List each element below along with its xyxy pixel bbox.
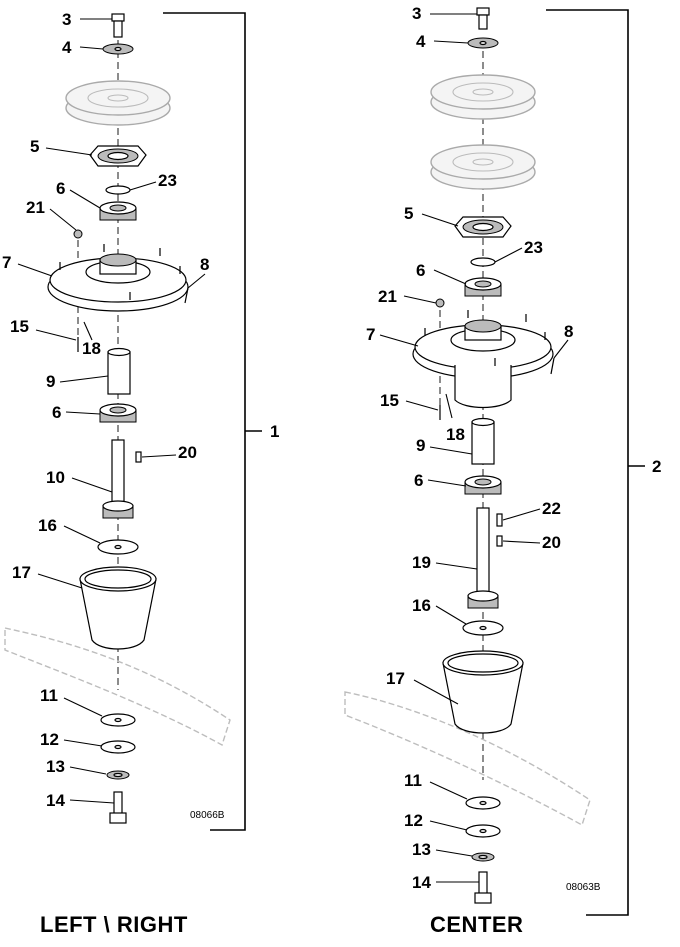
left-part-7-housing	[47, 244, 189, 312]
drawing-code-right: 08063B	[566, 882, 601, 893]
callout-left-6a: 6	[56, 179, 65, 198]
callout-left-6b: 6	[52, 403, 61, 422]
callout-right-6b: 6	[414, 471, 423, 490]
callout-right-22: 22	[542, 499, 561, 518]
left-assembly-bracket	[163, 12, 262, 831]
callout-left-18: 18	[82, 339, 101, 358]
callout-left-9: 9	[46, 372, 55, 391]
callout-right-6a: 6	[416, 261, 425, 280]
callout-left-15: 15	[10, 317, 29, 336]
left-part-8-pin	[184, 287, 189, 304]
left-part-14-bolt	[109, 791, 127, 824]
left-part-23-ring	[105, 185, 131, 195]
callout-right-7: 7	[366, 325, 375, 344]
right-assembly: 3 4 5 23 6 21 7 8 15 18 9 6 22 20 19 16 …	[344, 4, 661, 916]
caption-center: CENTER	[430, 912, 524, 937]
left-part-16-disc	[97, 539, 139, 555]
left-part-6-bearing-lower	[99, 403, 137, 423]
drawing-code-left: 08066B	[190, 810, 225, 821]
callout-right-4: 4	[416, 32, 426, 51]
callout-right-5: 5	[404, 204, 413, 223]
callout-right-13: 13	[412, 840, 431, 859]
callout-right-3: 3	[412, 4, 421, 23]
right-part-17-cup	[442, 650, 524, 734]
right-part-7-housing	[412, 310, 554, 409]
callout-left-11: 11	[40, 686, 58, 705]
right-part-6-bearing-upper	[464, 277, 502, 297]
callout-left-3: 3	[62, 10, 71, 29]
right-pulley-ghost-upper	[430, 74, 536, 120]
left-part-4-washer	[102, 43, 134, 55]
left-part-10-spindle	[102, 439, 134, 519]
left-part-13-washer	[106, 770, 130, 780]
left-part-20-key	[135, 451, 142, 463]
left-part-12-washer	[100, 740, 136, 754]
right-part-14-bolt	[474, 871, 492, 904]
left-part-17-cup	[79, 566, 157, 650]
callout-right-9: 9	[416, 436, 425, 455]
right-part-9-spacer	[471, 417, 495, 465]
left-part-5-cap	[89, 145, 147, 167]
left-part-6-bearing-upper	[99, 201, 137, 221]
callout-right-16: 16	[412, 596, 431, 615]
callout-right-21: 21	[378, 287, 397, 306]
callout-left-23: 23	[158, 171, 177, 190]
right-blade	[344, 691, 591, 827]
callout-left-16: 16	[38, 516, 57, 535]
callout-left-5: 5	[30, 137, 39, 156]
right-assembly-bracket	[546, 9, 645, 916]
callout-left-10: 10	[46, 468, 65, 487]
callout-right-12: 12	[404, 811, 423, 830]
callout-right-15: 15	[380, 391, 399, 410]
callout-left-8: 8	[200, 255, 209, 274]
callout-right-20: 20	[542, 533, 561, 552]
callout-right-23: 23	[524, 238, 543, 257]
right-part-12-washer	[465, 824, 501, 838]
right-part-19-spindle	[467, 507, 499, 609]
right-part-4-washer	[467, 37, 499, 49]
assembly-number-right: 2	[652, 457, 661, 476]
left-pulley-ghost	[65, 80, 171, 126]
left-part-11-washer	[100, 713, 136, 727]
caption-left-right: LEFT \ RIGHT	[40, 912, 188, 937]
right-part-23-ring	[470, 257, 496, 267]
callout-left-20: 20	[178, 443, 197, 462]
right-part-11-washer	[465, 796, 501, 810]
right-part-8-pin	[550, 357, 555, 375]
callout-right-11: 11	[404, 771, 422, 790]
right-part-3-bolt	[476, 7, 490, 30]
callout-left-12: 12	[40, 730, 59, 749]
right-part-22-key	[496, 513, 503, 527]
right-part-6-bearing-lower	[464, 475, 502, 495]
left-blade	[4, 627, 231, 747]
callout-left-21: 21	[26, 198, 45, 217]
left-assembly: 3 4 5 23 6 21 7 8 15 18 9 6 20 10 16 17 …	[2, 10, 279, 831]
callout-left-7: 7	[2, 253, 11, 272]
callout-right-17: 17	[386, 669, 405, 688]
callout-right-8: 8	[564, 322, 573, 341]
left-part-9-spacer	[107, 347, 131, 395]
assembly-number-left: 1	[270, 422, 279, 441]
callout-left-4: 4	[62, 38, 72, 57]
callout-right-14: 14	[412, 873, 431, 892]
right-part-16-disc	[462, 620, 504, 636]
left-part-3-bolt	[111, 13, 125, 38]
callout-left-14: 14	[46, 791, 65, 810]
callout-right-19: 19	[412, 553, 431, 572]
callout-left-13: 13	[46, 757, 65, 776]
right-part-20-key	[496, 535, 503, 547]
right-pulley-ghost-lower	[430, 144, 536, 190]
right-part-5-cap	[454, 216, 512, 238]
callout-left-17: 17	[12, 563, 31, 582]
right-part-13-washer	[471, 852, 495, 862]
callout-right-18: 18	[446, 425, 465, 444]
